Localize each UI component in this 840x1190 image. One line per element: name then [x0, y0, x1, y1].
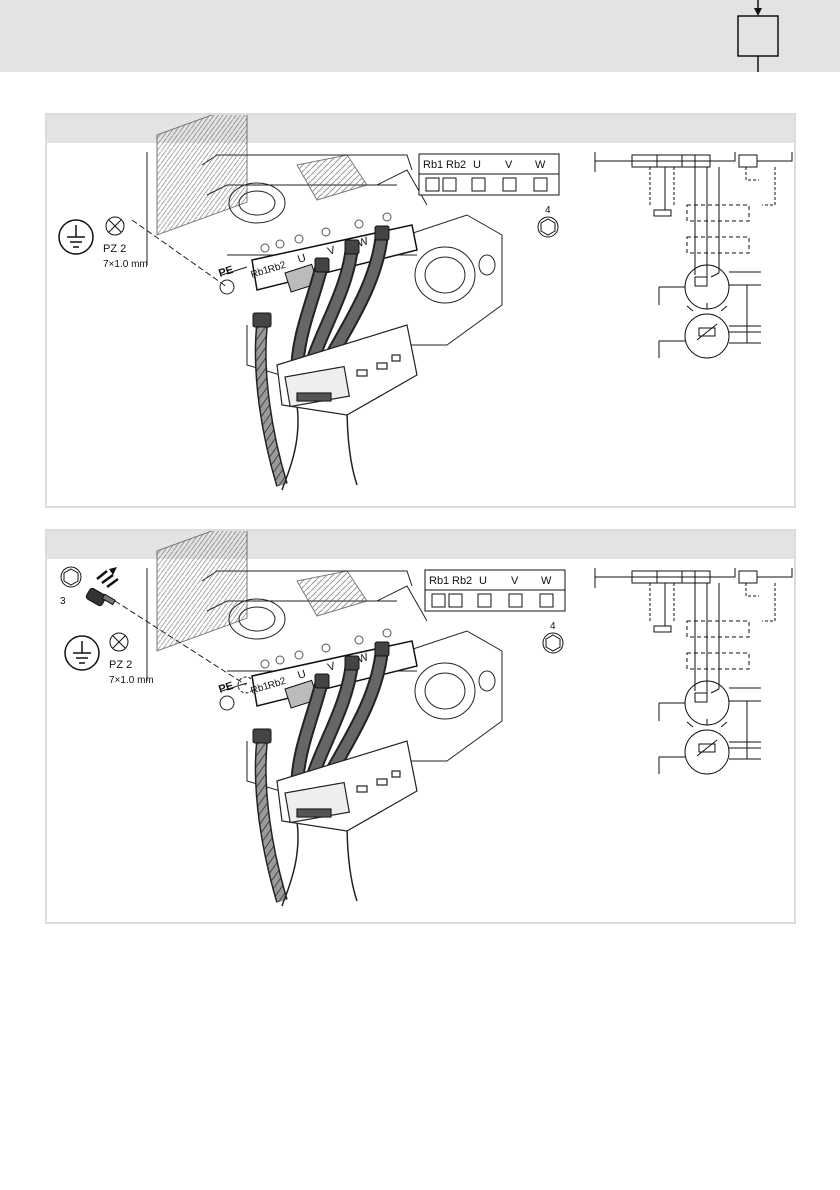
hex-nut-icon [538, 217, 558, 237]
pozidriv-icon [110, 633, 128, 651]
ground-symbol-icon [65, 636, 99, 670]
wiring-figure-panel-1: Rb1 Rb2 U V W PE [45, 113, 796, 508]
step-number: 4 [545, 205, 551, 216]
legend-terminal-w: W [541, 575, 552, 587]
hex-nut-icon [61, 567, 81, 587]
legend-terminal-v: V [511, 575, 519, 587]
legend-terminal-u: U [479, 575, 487, 587]
screw-step-number: 3 [60, 596, 66, 607]
legend-terminal-rb2: Rb2 [452, 575, 472, 587]
legend-terminal-w: W [535, 159, 546, 171]
terminal-legend: Rb1 Rb2 U V W [425, 570, 565, 611]
terminal-legend: Rb1 Rb2 U V W [419, 154, 559, 195]
screw-icon [85, 567, 118, 607]
page-header-band [0, 0, 840, 72]
motor-schematic [595, 152, 792, 358]
screwdriver-label: PZ 2 [109, 659, 132, 671]
step-number: 4 [550, 621, 556, 632]
wiring-illustration: Rb1 Rb2 U V W PE [47, 531, 794, 922]
wire-spec-label: 7×1.0 mm [109, 675, 154, 686]
device-terminal-strip: Rb1 Rb2 U V W [250, 629, 417, 708]
ground-symbol-icon [59, 220, 93, 254]
wiring-illustration: Rb1 Rb2 U V W PE [47, 115, 794, 506]
device-terminal-strip: Rb1 Rb2 U V W [250, 213, 417, 292]
screwdriver-label: PZ 2 [103, 243, 126, 255]
motor-schematic [595, 568, 792, 774]
pe-screw-hole [220, 696, 234, 710]
wire-spec-label: 7×1.0 mm [103, 259, 148, 270]
legend-terminal-rb1: Rb1 [423, 159, 443, 171]
hex-nut-icon [543, 633, 563, 653]
terminal-box-icon [730, 0, 790, 72]
wiring-figure-panel-2: Rb1 Rb2 U V W PE [45, 529, 796, 924]
legend-terminal-u: U [473, 159, 481, 171]
legend-terminal-rb2: Rb2 [446, 159, 466, 171]
pe-label: PE [217, 264, 235, 280]
legend-terminal-rb1: Rb1 [429, 575, 449, 587]
pozidriv-icon [106, 217, 124, 235]
pe-label: PE [217, 680, 235, 696]
legend-terminal-v: V [505, 159, 513, 171]
